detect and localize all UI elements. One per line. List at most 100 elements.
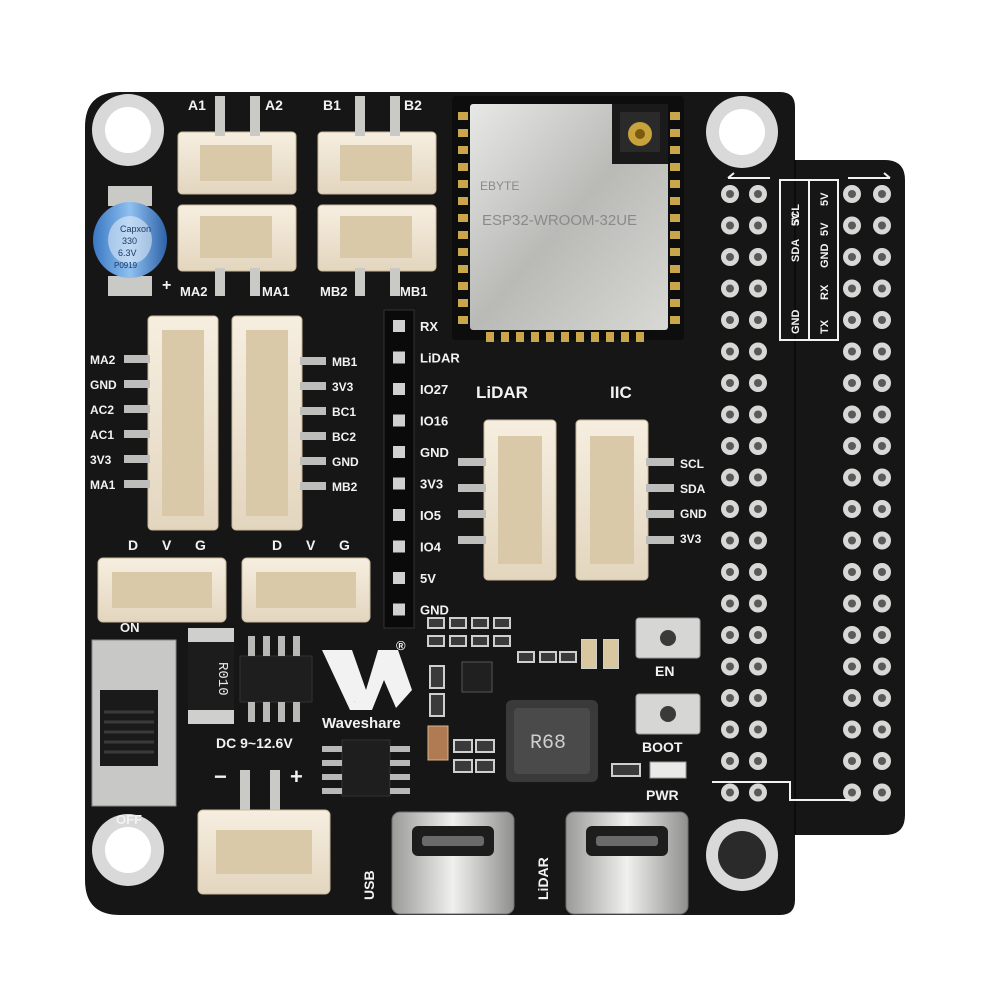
pwr-label: PWR: [646, 787, 679, 803]
iic-pin-label: GND: [680, 507, 707, 521]
servo-connector-1: [97, 557, 227, 623]
header-pin: [300, 382, 326, 390]
dc-power-connector: [197, 770, 331, 895]
right-header-pin-label: MB2: [332, 480, 358, 494]
cap-voltage: 6.3V: [118, 248, 137, 258]
power-inductor: R68: [506, 700, 598, 782]
gpio-table-label: RX: [819, 284, 831, 300]
module-model: ESP32-WROOM-32UE: [482, 212, 637, 229]
switch-off-label: OFF: [116, 812, 142, 827]
io-header-pin: [393, 320, 405, 332]
boot-button[interactable]: [635, 693, 701, 735]
lidar-connector: [458, 419, 557, 581]
iic-pin-label: 3V3: [680, 532, 702, 546]
label-ma1: MA1: [262, 284, 289, 299]
left-header-pin-label: AC1: [90, 428, 114, 442]
motor-header-left: [147, 315, 219, 531]
left-header-pin-label: GND: [90, 378, 117, 392]
io-header-pin: [393, 540, 405, 553]
motor-connector-mb: [317, 204, 437, 296]
iic-pin-label: SDA: [680, 482, 706, 496]
io-header-pin: [393, 446, 405, 458]
driver-ic-top: [239, 636, 313, 722]
header-pin: [300, 357, 326, 365]
io-header-pin-label: GND: [420, 603, 449, 618]
cap-value: 330: [122, 236, 137, 246]
io-header-pin-label: 5V: [420, 571, 436, 586]
left-header-pin-label: MA2: [90, 353, 116, 367]
left-header-pin-label: 3V3: [90, 453, 112, 467]
motor-connector-ma: [177, 204, 297, 296]
right-header-pin-label: 3V3: [332, 380, 354, 394]
motor-header-right: [231, 315, 303, 531]
header-pin: [300, 482, 326, 490]
power-minus-label: −: [214, 764, 227, 789]
left-header-pin-label: AC2: [90, 403, 114, 417]
en-button[interactable]: [635, 617, 701, 659]
lidar-usb-label: LiDAR: [535, 857, 551, 900]
cap-plus-mark: +: [162, 277, 171, 294]
logo-mark-text: W: [354, 701, 355, 703]
module-brand: EBYTE: [480, 179, 519, 193]
lidar-usb-c-port[interactable]: [565, 811, 689, 915]
switch-on-label: ON: [120, 620, 140, 635]
servo2-v: V: [306, 537, 316, 553]
servo-connector-2: [241, 557, 371, 623]
cap-code: P0919: [114, 261, 138, 270]
io-header-pin: [393, 603, 405, 616]
mounting-hole: [706, 819, 778, 891]
header-pin: [300, 407, 326, 415]
io-header-pin: [393, 477, 405, 490]
right-header-pin-label: BC1: [332, 405, 356, 419]
gpio-table-label: SDA: [790, 239, 802, 262]
registered-mark: ®: [396, 638, 406, 653]
usb-c-port[interactable]: [391, 811, 515, 915]
gpio-table-label: 5V: [819, 192, 831, 206]
iic-connector: [575, 419, 674, 581]
driver-ic-bottom: [322, 739, 410, 797]
io-header-pin-label: IO4: [420, 540, 442, 555]
io-header-pin: [393, 509, 405, 521]
gpio-table-label: GND: [819, 244, 831, 269]
servo1-g: G: [195, 537, 206, 553]
motor-connector-b: [317, 96, 437, 195]
header-pin: [124, 430, 150, 438]
io-header-pin-label: RX: [420, 319, 438, 334]
io-header-pin-label: IO5: [420, 508, 441, 523]
label-mb2: MB2: [320, 284, 347, 299]
esp32-module: EBYTE ESP32-WROOM-32UE: [452, 96, 684, 342]
smd-components: [427, 617, 641, 777]
pwr-led: [649, 761, 687, 779]
power-slide-switch: [91, 639, 177, 807]
servo1-d: D: [128, 537, 138, 553]
io-header-pin: [393, 572, 405, 584]
gpio-table-label: 5V: [790, 212, 802, 226]
left-header-pin-label: MA1: [90, 478, 116, 492]
gpio-table-label: SCL: [790, 204, 802, 226]
gpio-table-label: 5V: [819, 222, 831, 236]
right-header-pin-label: BC2: [332, 430, 356, 444]
label-a1: A1: [188, 97, 206, 113]
usb-port-label: USB: [361, 870, 377, 900]
waveshare-logo: W: [322, 650, 412, 710]
io-header-pin-label: LiDAR: [420, 351, 460, 366]
gpio-header: [721, 185, 891, 802]
iic-pin-label: SCL: [680, 457, 704, 471]
io-header-pin-label: IO16: [420, 414, 448, 429]
en-label: EN: [655, 663, 674, 679]
io-header-pin-label: 3V3: [420, 477, 443, 492]
io-header-pin: [393, 351, 405, 364]
boot-label: BOOT: [642, 739, 683, 755]
shunt-resistor: R010: [188, 628, 234, 724]
right-header-pin-label: GND: [332, 455, 359, 469]
io-header-pin-label: GND: [420, 445, 449, 460]
label-ma2: MA2: [180, 284, 207, 299]
servo2-g: G: [339, 537, 350, 553]
gpio-table-label: TX: [819, 319, 831, 334]
servo2-d: D: [272, 537, 282, 553]
io-header-strip: [383, 309, 415, 629]
label-b1: B1: [323, 97, 341, 113]
header-pin: [300, 432, 326, 440]
